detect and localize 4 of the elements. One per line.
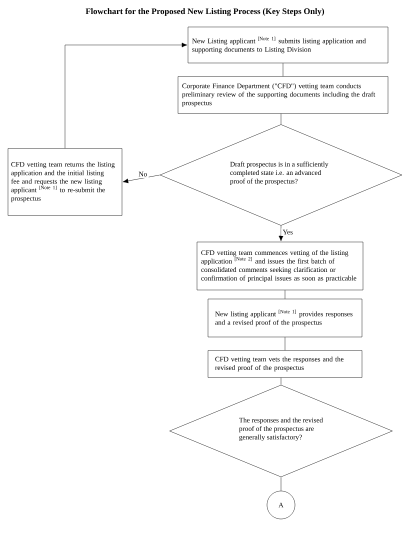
arrow [64, 42, 188, 148]
arrow [122, 174, 160, 184]
arrow [278, 226, 284, 242]
title: Flowchart for the Proposed New Listing Process (Key Steps Only) [86, 8, 324, 16]
